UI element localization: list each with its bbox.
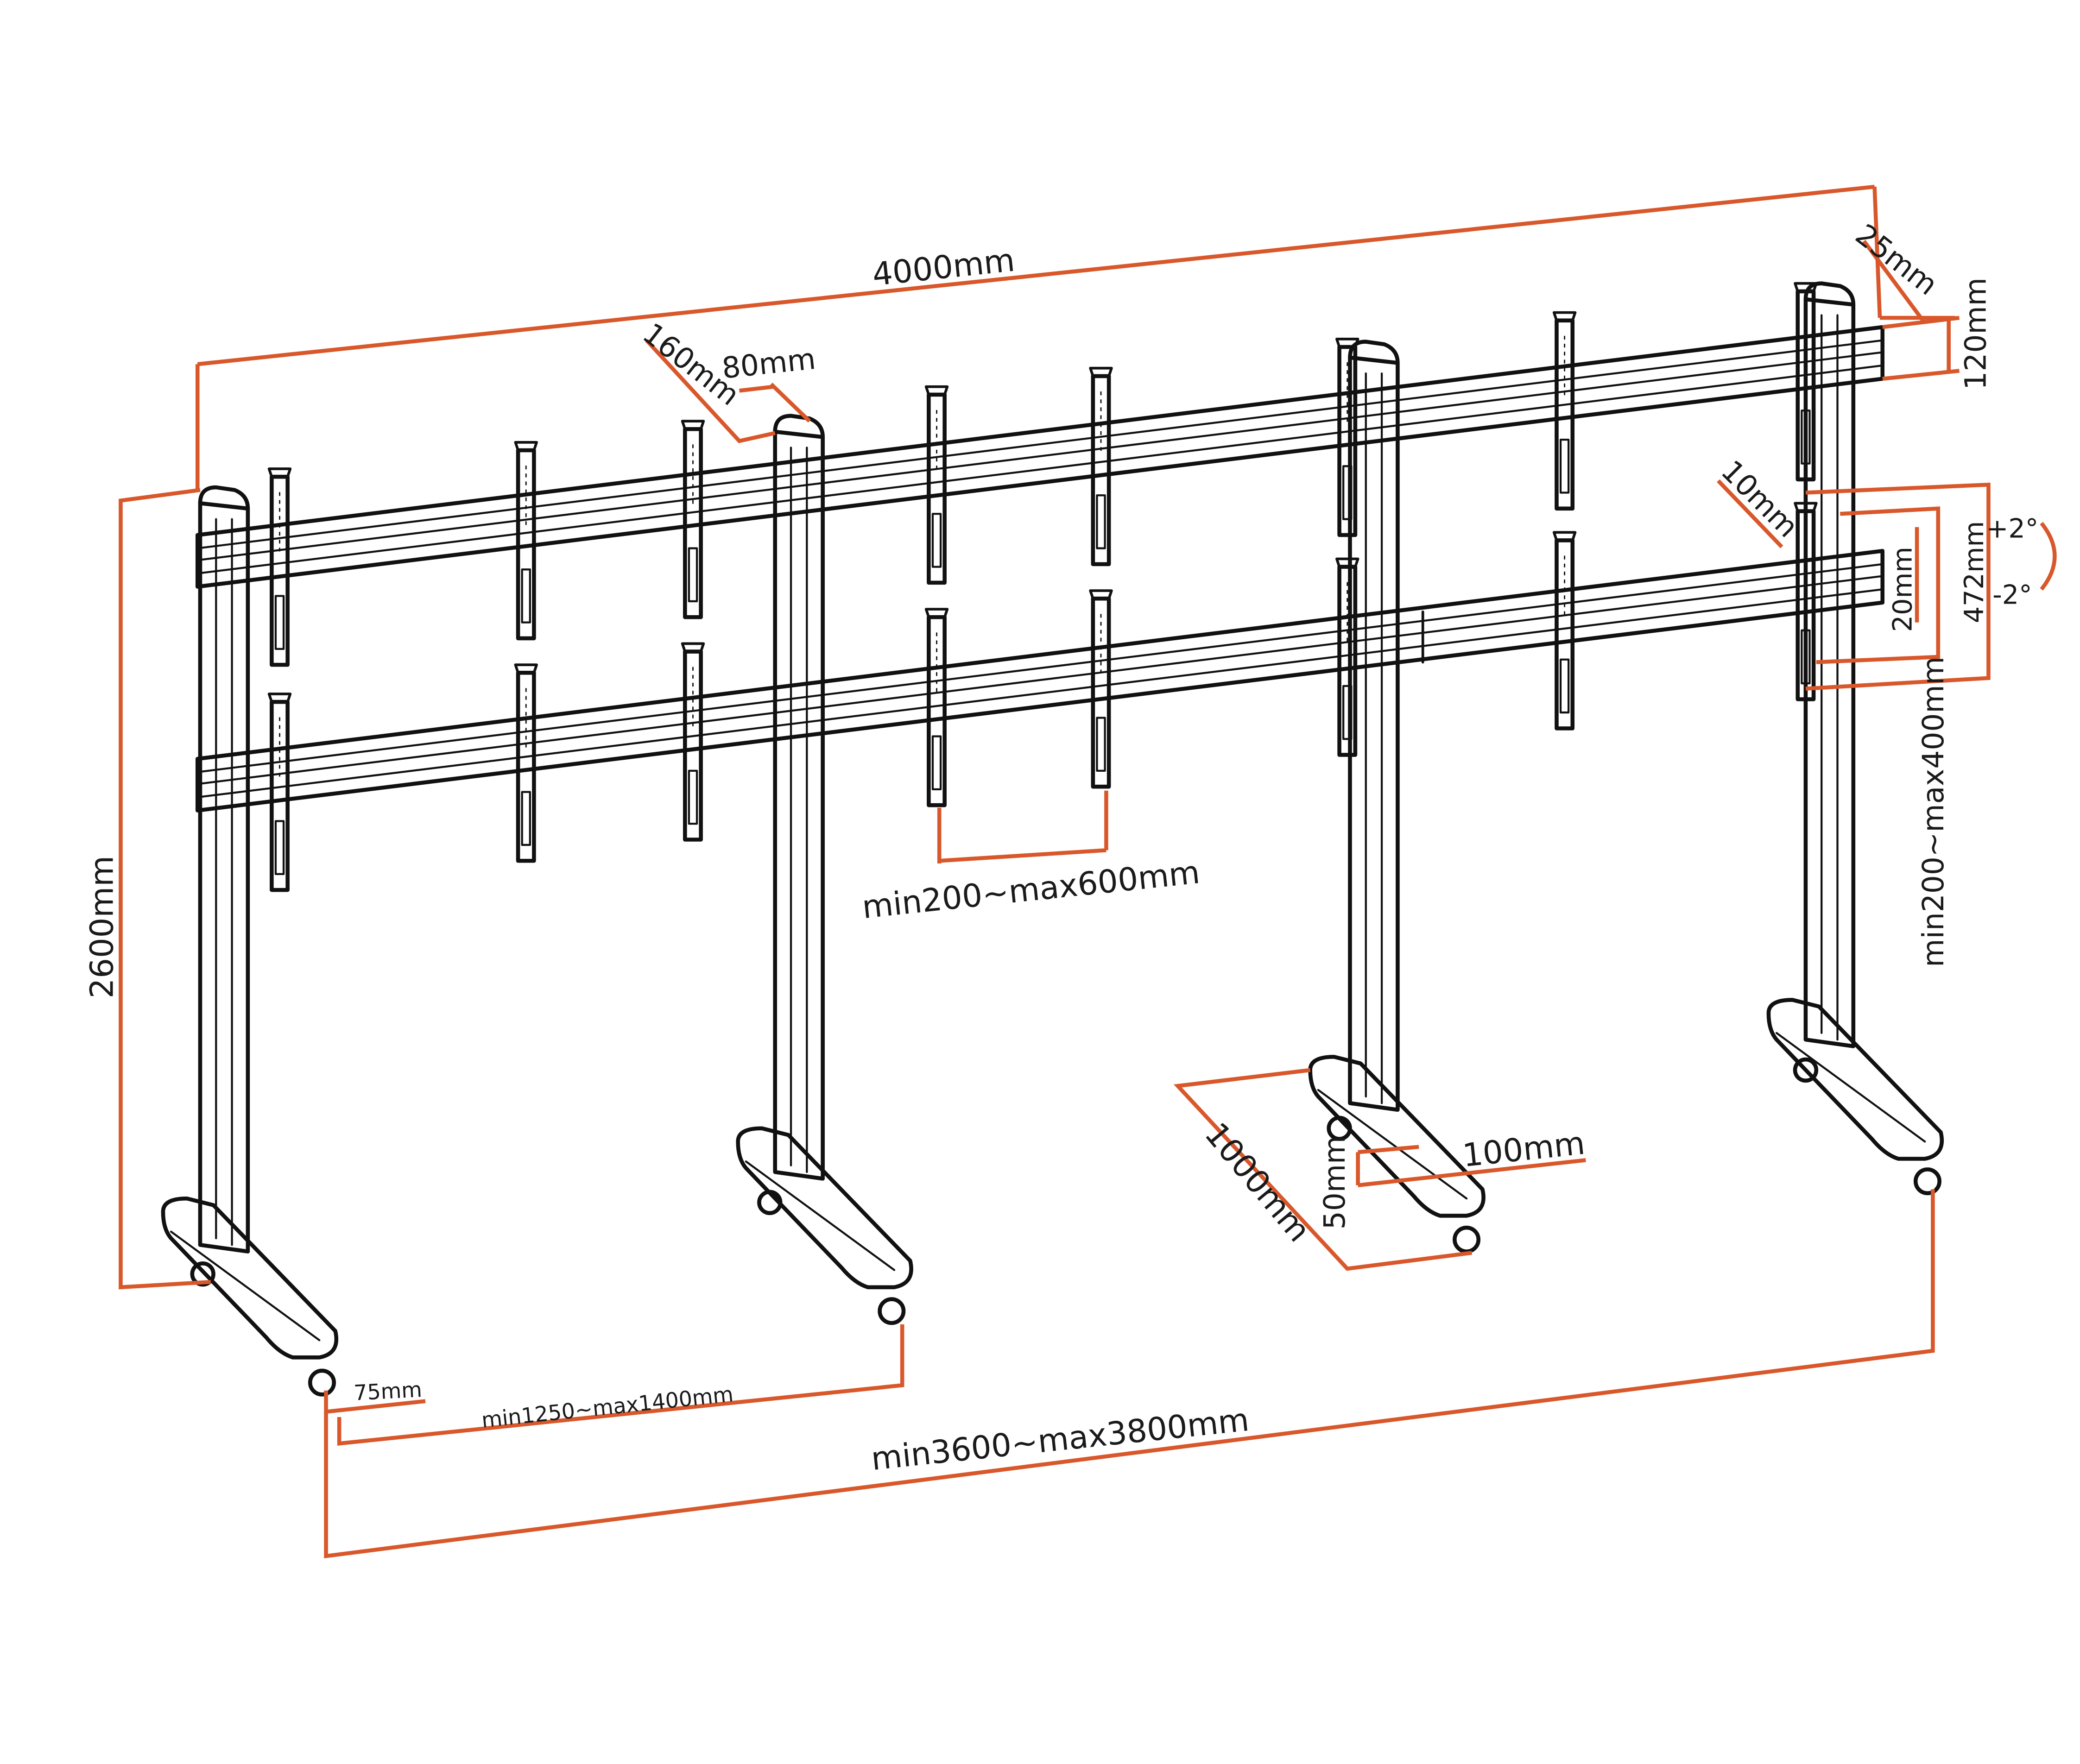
vertical-post-2 — [773, 414, 825, 1181]
stand-frame — [161, 281, 1944, 1397]
vertical-post-4 — [1803, 281, 1856, 1048]
base-depth-label: 1000mm — [1197, 1116, 1317, 1249]
lower-rail — [195, 548, 1885, 813]
footprint-width-label: min3600~max3800mm — [869, 1401, 1251, 1478]
base-offset-label: 100mm — [1461, 1125, 1587, 1174]
upper-rail — [195, 325, 1885, 589]
mounting-arm — [1089, 366, 1113, 567]
mounting-arm — [1335, 338, 1359, 537]
castor-wheel — [878, 1297, 906, 1325]
rail-height-label: 120mm — [1959, 277, 1993, 390]
end-offset-label: 25mm — [1849, 217, 1944, 302]
castor-wheel — [308, 1368, 336, 1397]
vertical-post-1 — [198, 485, 250, 1254]
dimension-labels: 4000mm 25mm 120mm 160mm 80mm 10mm +2° -2… — [83, 217, 2038, 1478]
vertical-post-3 — [1348, 340, 1400, 1112]
mounting-arm — [924, 385, 949, 585]
rail-vertical-range-label: min200~max400mm — [1916, 656, 1950, 967]
overall-width-label: 4000mm — [871, 242, 1017, 294]
base-foot-3 — [1308, 1055, 1486, 1218]
base-step-label: 50mm — [1318, 1136, 1352, 1230]
mounting-arm — [1335, 557, 1359, 757]
mounting-arm — [681, 420, 705, 619]
tilt-down-label: -2° — [1992, 580, 2032, 611]
arm-length-label: 472mm — [1959, 521, 1990, 623]
arm-horizontal-range-label: min200~max600mm — [860, 854, 1201, 926]
mounting-arm — [1794, 282, 1818, 482]
mounting-arms — [267, 282, 1818, 892]
castor-wheel — [1913, 1167, 1941, 1196]
castor-offset-label: 75mm — [353, 1377, 423, 1405]
mounting-arm — [514, 663, 538, 863]
column-spacing-label: min1250~max1400mm — [480, 1382, 735, 1433]
mounting-arm — [267, 467, 292, 667]
castor-wheel — [1453, 1225, 1481, 1254]
dimension-lines — [119, 184, 2057, 1559]
mounting-arm — [1794, 502, 1818, 701]
base-foot-4 — [1766, 998, 1944, 1161]
mounting-arm — [1552, 311, 1577, 511]
castor-wheel — [190, 1261, 215, 1287]
mounting-arm — [924, 608, 949, 807]
mounting-arm — [267, 693, 292, 892]
post-depth-label: 80mm — [721, 342, 817, 385]
castor-wheel — [1327, 1115, 1352, 1141]
overall-height-label: 2600mm — [83, 856, 120, 998]
mounting-arm — [1089, 589, 1113, 789]
base-foot-2 — [736, 1126, 913, 1290]
arm-depth-label: 10mm — [1714, 454, 1805, 544]
base-foot-1 — [161, 1196, 339, 1360]
mounting-arm — [681, 642, 705, 842]
castor-wheel — [1793, 1057, 1819, 1083]
tilt-up-label: +2° — [1986, 514, 2038, 544]
mounting-arm — [514, 441, 538, 641]
castor-wheels — [190, 1057, 1941, 1397]
castor-wheel — [757, 1190, 783, 1216]
mounting-arm — [1552, 531, 1577, 731]
micro-adjust-label: 20mm — [1888, 547, 1918, 632]
